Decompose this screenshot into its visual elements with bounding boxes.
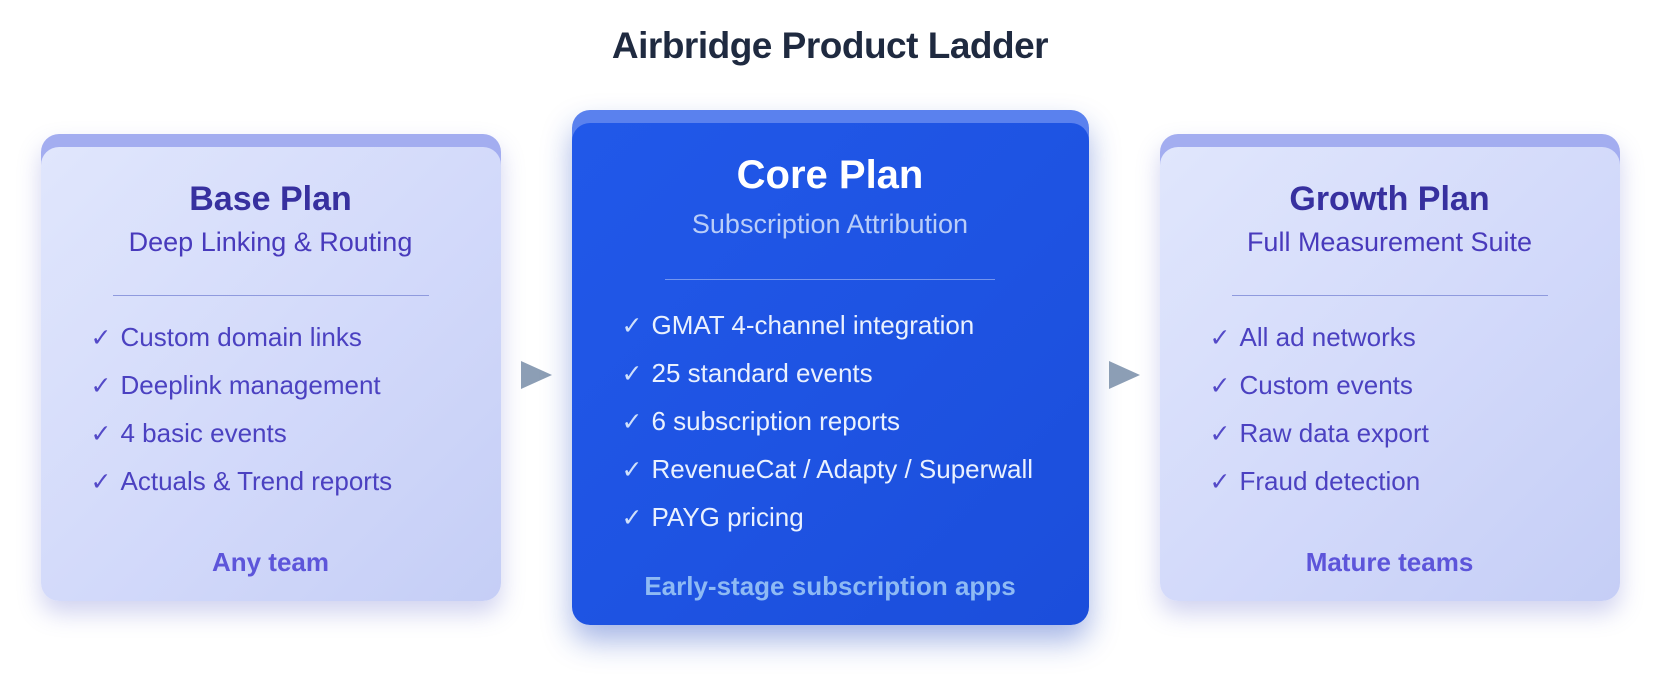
feature-text: 4 basic events (120, 418, 287, 448)
check-icon: ✓ (621, 504, 643, 532)
check-icon: ✓ (621, 360, 643, 388)
feature-text: PAYG pricing (651, 502, 804, 532)
feature-text: RevenueCat / Adapty / Superwall (651, 454, 1034, 484)
check-icon: ✓ (90, 420, 112, 448)
feature-text: GMAT 4-channel integration (651, 310, 975, 340)
feature-item: ✓ Fraud detection (1210, 466, 1620, 497)
plan-title: Core Plan (736, 153, 924, 197)
feature-list: ✓ All ad networks ✓ Custom events ✓ Raw … (1160, 322, 1620, 514)
check-icon: ✓ (1209, 468, 1231, 496)
check-icon: ✓ (621, 456, 643, 484)
plan-audience: Any team (211, 547, 330, 577)
feature-text: 6 subscription reports (651, 406, 901, 436)
ladder-arrow-1 (501, 360, 572, 389)
card-body: Growth Plan Full Measurement Suite ✓ All… (1159, 147, 1620, 601)
feature-item: ✓ Deeplink management (91, 370, 501, 401)
feature-text: Fraud detection (1239, 466, 1421, 496)
divider (665, 279, 995, 280)
feature-item: ✓ All ad networks (1210, 322, 1620, 353)
feature-list: ✓ Custom domain links ✓ Deeplink managem… (41, 322, 501, 514)
feature-text: All ad networks (1239, 322, 1416, 352)
card-body: Base Plan Deep Linking & Routing ✓ Custo… (40, 147, 501, 601)
plan-card-growth: Growth Plan Full Measurement Suite ✓ All… (1159, 134, 1620, 601)
feature-item: ✓ PAYG pricing (622, 502, 1089, 533)
plan-card-core: Core Plan Subscription Attribution ✓ GMA… (571, 110, 1089, 625)
arrow-right-icon (520, 360, 552, 389)
feature-text: Deeplink management (120, 370, 381, 400)
feature-item: ✓ 25 standard events (622, 358, 1089, 389)
product-ladder: Base Plan Deep Linking & Routing ✓ Custo… (0, 110, 1660, 625)
check-icon: ✓ (90, 468, 112, 496)
page-title: Airbridge Product Ladder (611, 25, 1049, 66)
check-icon: ✓ (1209, 372, 1231, 400)
feature-item: ✓ Custom events (1210, 370, 1620, 401)
check-icon: ✓ (1209, 420, 1231, 448)
feature-text: Custom events (1239, 370, 1413, 400)
plan-card-base: Base Plan Deep Linking & Routing ✓ Custo… (40, 134, 501, 601)
feature-text: Actuals & Trend reports (120, 466, 393, 496)
feature-list: ✓ GMAT 4-channel integration ✓ 25 standa… (572, 310, 1089, 550)
feature-text: Raw data export (1239, 418, 1429, 448)
ladder-arrow-2 (1089, 360, 1160, 389)
plan-audience: Mature teams (1305, 547, 1474, 577)
feature-text: 25 standard events (651, 358, 873, 388)
check-icon: ✓ (1209, 324, 1231, 352)
plan-title: Growth Plan (1289, 180, 1490, 218)
check-icon: ✓ (621, 408, 643, 436)
plan-subtitle: Deep Linking & Routing (128, 227, 413, 257)
check-icon: ✓ (621, 312, 643, 340)
arrow-right-icon (1108, 360, 1140, 389)
plan-audience: Early-stage subscription apps (644, 571, 1016, 601)
divider (112, 295, 429, 296)
card-body: Core Plan Subscription Attribution ✓ GMA… (571, 123, 1089, 625)
feature-item: ✓ RevenueCat / Adapty / Superwall (622, 454, 1089, 485)
divider (1231, 295, 1548, 296)
plan-title: Base Plan (189, 180, 352, 218)
check-icon: ✓ (90, 372, 112, 400)
plan-subtitle: Full Measurement Suite (1246, 227, 1533, 257)
feature-item: ✓ 6 subscription reports (622, 406, 1089, 437)
check-icon: ✓ (90, 324, 112, 352)
feature-item: ✓ 4 basic events (91, 418, 501, 449)
feature-item: ✓ Custom domain links (91, 322, 501, 353)
feature-text: Custom domain links (120, 322, 362, 352)
plan-subtitle: Subscription Attribution (691, 209, 969, 239)
feature-item: ✓ Raw data export (1210, 418, 1620, 449)
feature-item: ✓ Actuals & Trend reports (91, 466, 501, 497)
feature-item: ✓ GMAT 4-channel integration (622, 310, 1089, 341)
